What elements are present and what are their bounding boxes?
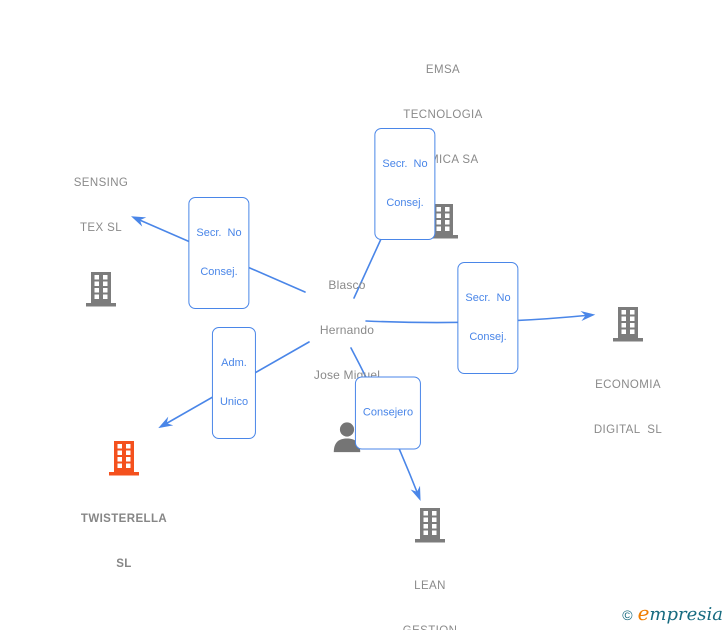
- company-name-twisterella: TWISTERELLA SL: [80, 513, 168, 570]
- company-name-lean-gestion: LEAN GESTION INTEGRAL SL: [403, 580, 457, 630]
- building-icon-highlighted[interactable]: [106, 440, 142, 476]
- building-icon[interactable]: [610, 306, 646, 342]
- company-node-lean-gestion[interactable]: LEAN GESTION INTEGRAL SL: [350, 507, 510, 630]
- edge-label-emsa: Secr. No Consej.: [374, 128, 436, 240]
- company-node-sensing-tex[interactable]: SENSING TEX SL: [21, 146, 181, 307]
- edge-label-twisterella: Adm. Unico: [211, 327, 257, 439]
- company-node-twisterella[interactable]: TWISTERELLA SL: [44, 440, 204, 602]
- empresia-logo: empresia: [637, 601, 723, 625]
- building-icon[interactable]: [412, 507, 448, 543]
- company-node-economia-digital[interactable]: ECONOMIA DIGITAL SL: [548, 306, 708, 468]
- company-name-sensing-tex: SENSING TEX SL: [73, 177, 129, 234]
- edge-label-sensing-tex: Secr. No Consej.: [188, 197, 250, 309]
- edge-label-lean-gestion: Consejero: [354, 376, 422, 450]
- building-icon[interactable]: [83, 271, 119, 307]
- empresia-watermark: © empresia: [622, 601, 723, 625]
- company-name-economia-digital: ECONOMIA DIGITAL SL: [593, 379, 663, 436]
- edge-label-economia-digital: Secr. No Consej.: [457, 262, 519, 374]
- copyright-symbol: ©: [622, 607, 633, 623]
